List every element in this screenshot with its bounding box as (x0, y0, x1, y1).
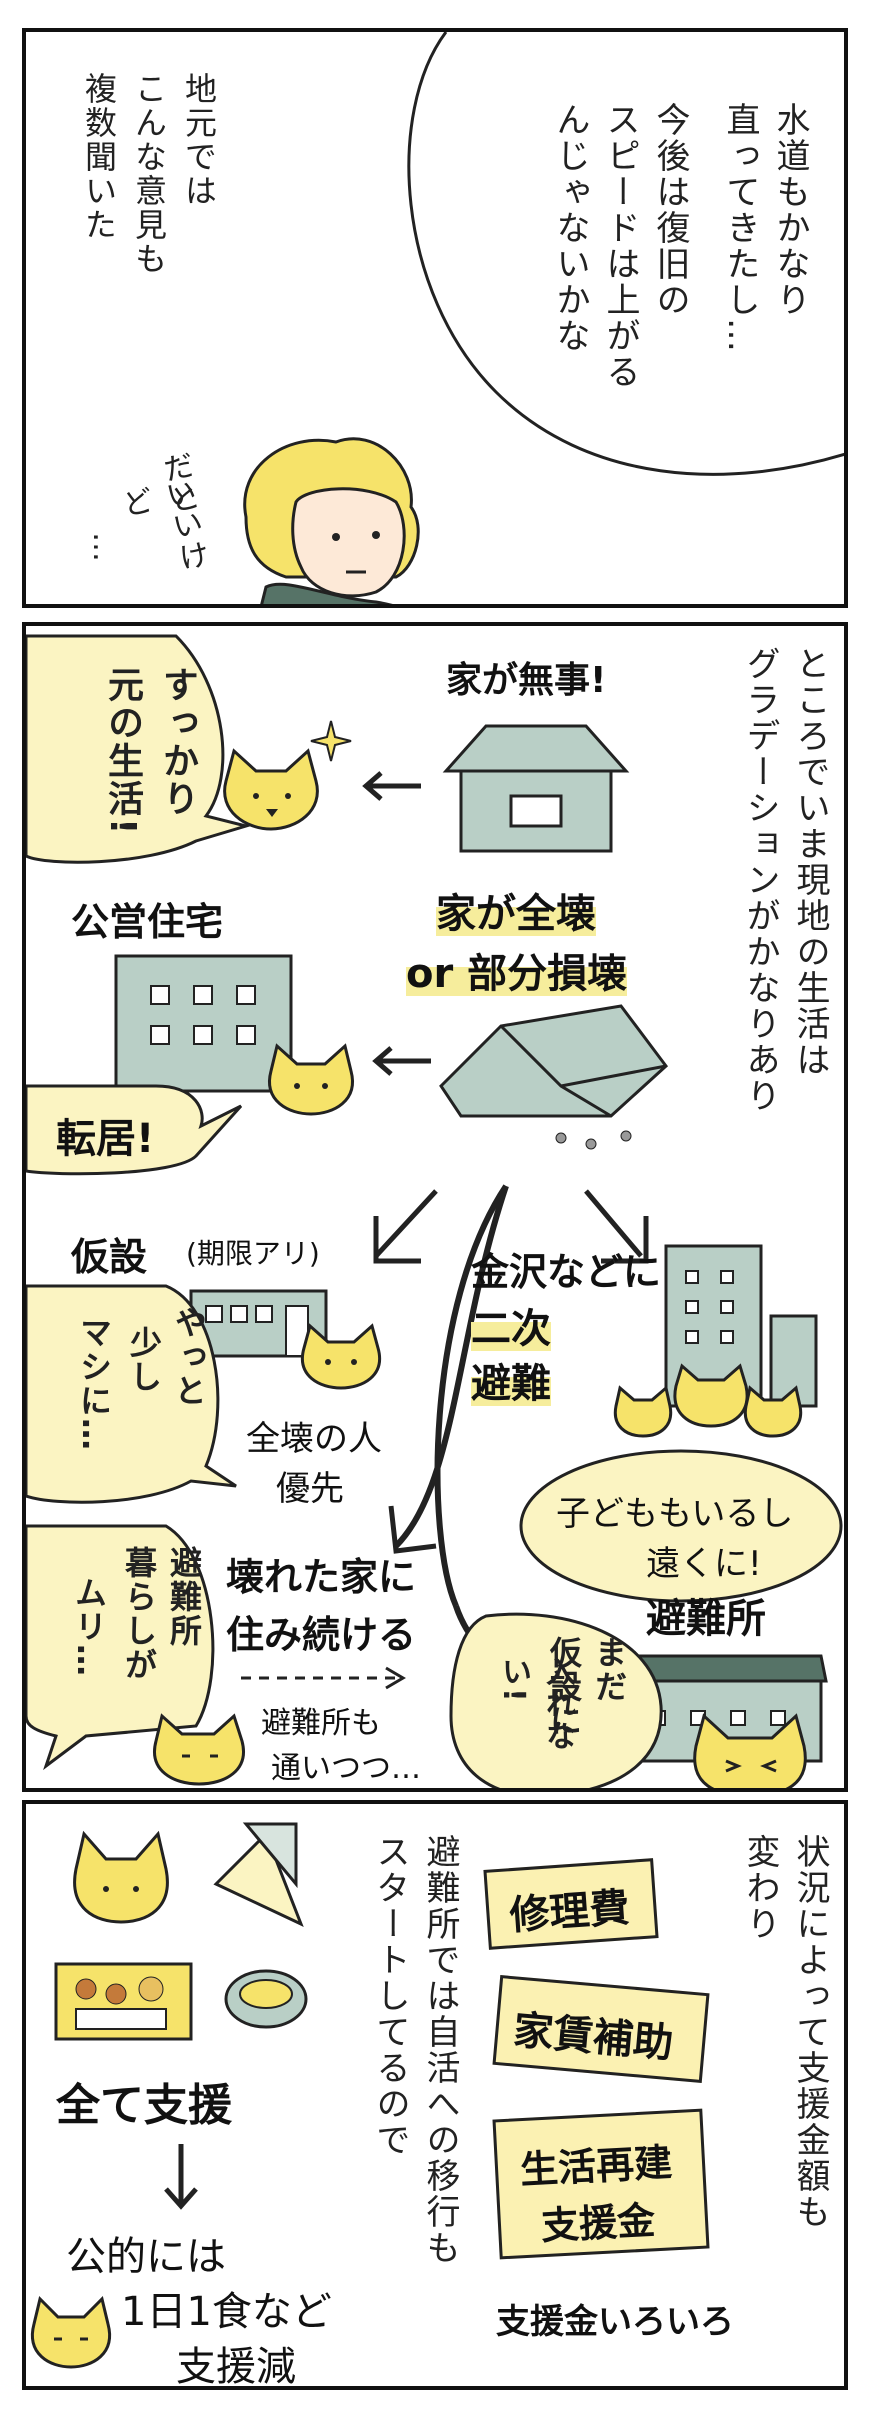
bento-box-icon (54, 1962, 193, 2041)
public-line-2: 1日1食など (121, 2289, 332, 2335)
bubble-secondary-line-1: 子どももいるし (556, 1494, 794, 1534)
speech-line-4: スピードは上がる (600, 102, 640, 390)
card-rebuild: 生活再建 支援金 (492, 2108, 710, 2260)
secondary-line-2: 二次 (471, 1296, 551, 1354)
bubble-temp-line-3: マシに… (75, 1316, 113, 1452)
temporary-note: (期限アリ) (186, 1237, 320, 1270)
narration-line-2: 変わり (740, 1834, 780, 1942)
support-caption: 支援金いろいろ (496, 2302, 734, 2342)
arrow-down-left-icon (373, 1189, 438, 1264)
bubble-stay-line-3: ムリ… (70, 1576, 108, 1678)
bubble-temp-line-2: 少し (125, 1326, 163, 1394)
bubble-secondary-line-2: 遠くに! (646, 1544, 762, 1584)
card-rebuild-label-1: 生活再建 (519, 2140, 674, 2193)
house-destroyed-label-1: 家が全壊 (436, 881, 596, 939)
collapsed-house-icon (439, 1004, 669, 1150)
speech-balloon (407, 32, 844, 476)
speech-bubble-secondary (519, 1449, 843, 1603)
narration-line-2: こんな意見も (130, 72, 168, 276)
house-ok-label: 家が無事! (446, 660, 607, 701)
arrow-down-right-icon (584, 1189, 649, 1264)
speech-bubble-move (26, 1084, 243, 1176)
arrow-left-icon (362, 771, 421, 801)
blonde-character-illustration (243, 437, 420, 604)
narration-line-2: グラデーションがかなりあり (740, 646, 780, 1114)
bowl-icon (224, 1969, 308, 2029)
speech-bubble-shelter (449, 1612, 663, 1788)
speech-line-5: んじゃないかな (550, 102, 590, 354)
stay-note-line-1: 避難所も (261, 1706, 381, 1741)
arrow-left-icon (372, 1046, 431, 1076)
house-destroyed-label-2: or 部分損壊 (406, 941, 628, 999)
cat-face-icon (153, 1713, 245, 1786)
priority-line-1: 全壊の人 (246, 1419, 382, 1459)
panel-2: ところでいま現地の生活は グラデーションがかなりあり 家が無事! すっかり 元の… (22, 622, 848, 1792)
stay-note-line-2: 通いつつ… (271, 1751, 421, 1786)
priority-line-2: 優先 (276, 1469, 344, 1509)
narration-line-1: ところでいま現地の生活は (790, 646, 830, 1078)
narration2-line-1: 避難所では自活への移行も (420, 1834, 460, 2266)
cat-face-icon (73, 1830, 169, 1924)
card-rent-label: 家賃補助 (511, 2007, 675, 2068)
bubble-temp-line-1: やっと (170, 1306, 208, 1408)
cat-face-icon (30, 2296, 112, 2369)
shelter-label: 避難所 (646, 1596, 766, 1642)
temporary-label: 仮設 (71, 1235, 148, 1279)
bubble-shelter-line-1: まだ (590, 1636, 628, 1704)
card-repair-label: 修理費 (508, 1884, 632, 1940)
arrow-down-icon (164, 2144, 198, 2210)
public-line-1: 公的には (66, 2234, 226, 2280)
stay-home-line-1: 壊れた家に (226, 1555, 417, 1599)
panel-1: 水道もかなり 直ってきたし… 今後は復旧の スピードは上がる んじゃないかな 地… (22, 28, 848, 608)
dashed-arrow (241, 1666, 406, 1690)
public-housing-building-icon (114, 954, 293, 1093)
speech-bubble-stay (26, 1524, 215, 1771)
speech-line-1: 水道もかなり (770, 102, 810, 318)
speech-line-3: 今後は復旧の (650, 102, 690, 318)
bubble-shelter-line-2: 仮設に (545, 1636, 583, 1738)
mutter-3: … (86, 532, 121, 564)
cat-face-icon (223, 748, 319, 831)
speech-line-2: 直ってきたし… (720, 102, 760, 354)
card-repair: 修理費 (483, 1858, 659, 1950)
bubble-ok-line-2: 元の生活! (102, 666, 143, 837)
narration-line-1: 状況によって支援金額も (790, 1834, 830, 2230)
bubble-shelter-line-3: 入れない! (496, 1656, 575, 1752)
cat-face-icon (268, 1043, 354, 1116)
bubble-move-text: 転居! (56, 1116, 155, 1162)
all-support-label: 全て支援 (56, 2080, 232, 2131)
public-line-3: 支援減 (176, 2344, 296, 2390)
cat-face-icon (693, 1713, 807, 1788)
card-rent: 家賃補助 (492, 1975, 710, 2083)
speech-bubble-temp (26, 1284, 237, 1504)
cat-faces-group-icon (613, 1363, 803, 1438)
narration-line-3: 複数聞いた (80, 72, 118, 242)
speech-bubble-ok (26, 634, 252, 864)
card-rebuild-label-2: 支援金 (539, 2198, 657, 2249)
bubble-stay-line-2: 暮らしが (120, 1546, 158, 1682)
bubble-stay-line-1: 避難所 (165, 1546, 203, 1648)
house-ok-icon (442, 724, 630, 853)
panel-3: 状況によって支援金額も 変わり 修理費 家賃補助 生活再建 支援金 支援金いろい… (22, 1800, 848, 2390)
secondary-line-1: 金沢などに (471, 1250, 662, 1294)
sandwich-icon (213, 1822, 304, 1927)
cat-face-icon (300, 1323, 382, 1390)
narration-line-1: 地元では (180, 72, 218, 208)
public-housing-label: 公営住宅 (71, 900, 224, 944)
sparkle-icon (310, 720, 352, 762)
stay-home-line-2: 住み続ける (226, 1613, 417, 1657)
secondary-line-3: 避難 (471, 1351, 551, 1409)
narration2-line-2: スタートしてるので (370, 1834, 410, 2158)
bubble-ok-line-1: すっかり (157, 666, 198, 818)
